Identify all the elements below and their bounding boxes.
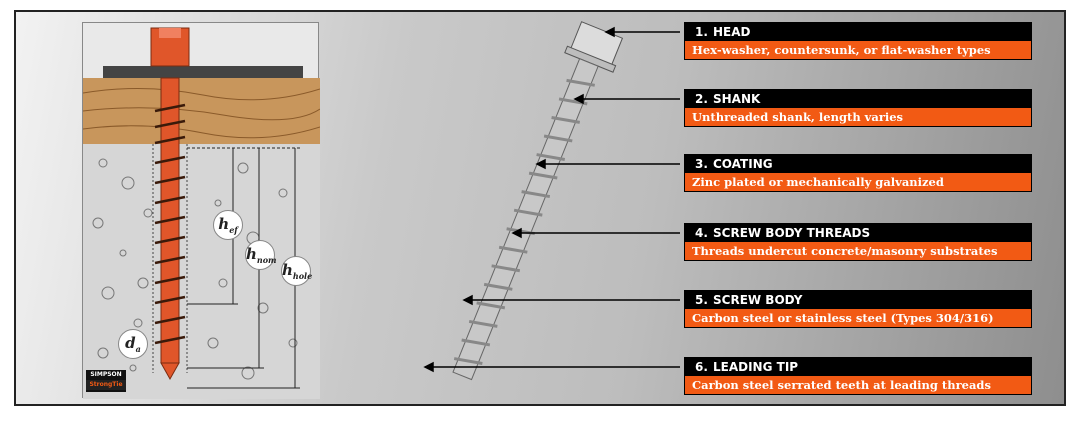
wood-member [83,78,320,144]
da-label: da [118,329,148,359]
concrete-substrate [83,144,320,399]
callout-description: Hex-washer, countersunk, or flat-washer … [684,41,1032,60]
screw-anchor-illustration [423,21,680,381]
hef-label: hef [213,210,243,240]
callout-coating: 3.COATING Zinc plated or mechanically ga… [684,154,1032,192]
screw-body [452,58,599,381]
callout-title: 3.COATING [684,154,1032,173]
callout-title: 1.HEAD [684,22,1032,41]
cross-section-svg [82,27,321,399]
callout-description: Zinc plated or mechanically galvanized [684,173,1032,192]
callout-title: 4.SCREW BODY THREADS [684,223,1032,242]
callout-head: 1.HEAD Hex-washer, countersunk, or flat-… [684,22,1032,60]
hnom-label: hnom [245,240,277,270]
callout-description: Unthreaded shank, length varies [684,108,1032,127]
washer-plate [103,66,303,78]
callout-description: Carbon steel or stainless steel (Types 3… [684,309,1032,328]
callout-description: Threads undercut concrete/masonry substr… [684,242,1032,261]
simpson-logo: SIMPSON StrongTie [86,370,126,392]
callout-description: Carbon steel serrated teeth at leading t… [684,376,1032,395]
callout-title: 2.SHANK [684,89,1032,108]
callout-title: 6.LEADING TIP [684,357,1032,376]
hhole-label: hhole [281,256,312,286]
callout-title: 5.SCREW BODY [684,290,1032,309]
callout-leading-tip: 6.LEADING TIP Carbon steel serrated teet… [684,357,1032,395]
callout-screw-body-threads: 4.SCREW BODY THREADS Threads undercut co… [684,223,1032,261]
callout-screw-body: 5.SCREW BODY Carbon steel or stainless s… [684,290,1032,328]
callout-shank: 2.SHANK Unthreaded shank, length varies [684,89,1032,127]
